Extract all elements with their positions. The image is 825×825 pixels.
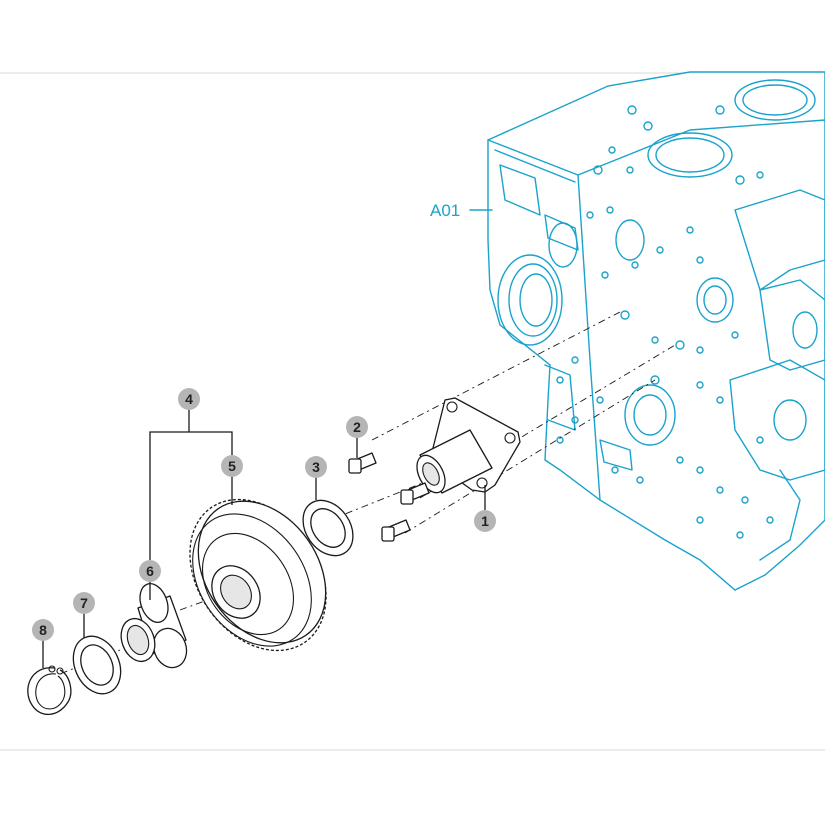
callout-5-label: 5 (228, 458, 236, 474)
callout-6: 6 (139, 560, 161, 582)
retaining-washer (72, 635, 122, 695)
thrust-washer (302, 499, 354, 557)
callout-4-label: 4 (185, 391, 193, 407)
callout-2: 2 (346, 416, 368, 438)
snap-ring (27, 665, 72, 716)
callout-1: 1 (474, 510, 496, 532)
callout-4: 4 (178, 388, 200, 410)
callout-leaders (42, 408, 486, 668)
engine-block (469, 71, 825, 591)
callout-3-label: 3 (312, 459, 320, 475)
callout-1-label: 1 (481, 513, 489, 529)
idler-shaft-flange (416, 397, 521, 494)
engine-block-outline (487, 71, 825, 591)
callout-7-label: 7 (80, 595, 88, 611)
callout-8: 8 (32, 619, 54, 641)
idler-gear (189, 498, 327, 652)
mounting-bolts (348, 452, 430, 542)
bolt-bottom (381, 519, 411, 542)
callout-6-label: 6 (146, 563, 154, 579)
callout-7: 7 (73, 592, 95, 614)
bushing (120, 583, 188, 669)
reference-label: A01 (430, 201, 460, 220)
callout-8-label: 8 (39, 622, 47, 638)
callout-5: 5 (221, 455, 243, 477)
bolt-top (348, 452, 377, 474)
bolt-middle (400, 482, 430, 505)
callout-2-label: 2 (353, 419, 361, 435)
callout-3: 3 (305, 456, 327, 478)
